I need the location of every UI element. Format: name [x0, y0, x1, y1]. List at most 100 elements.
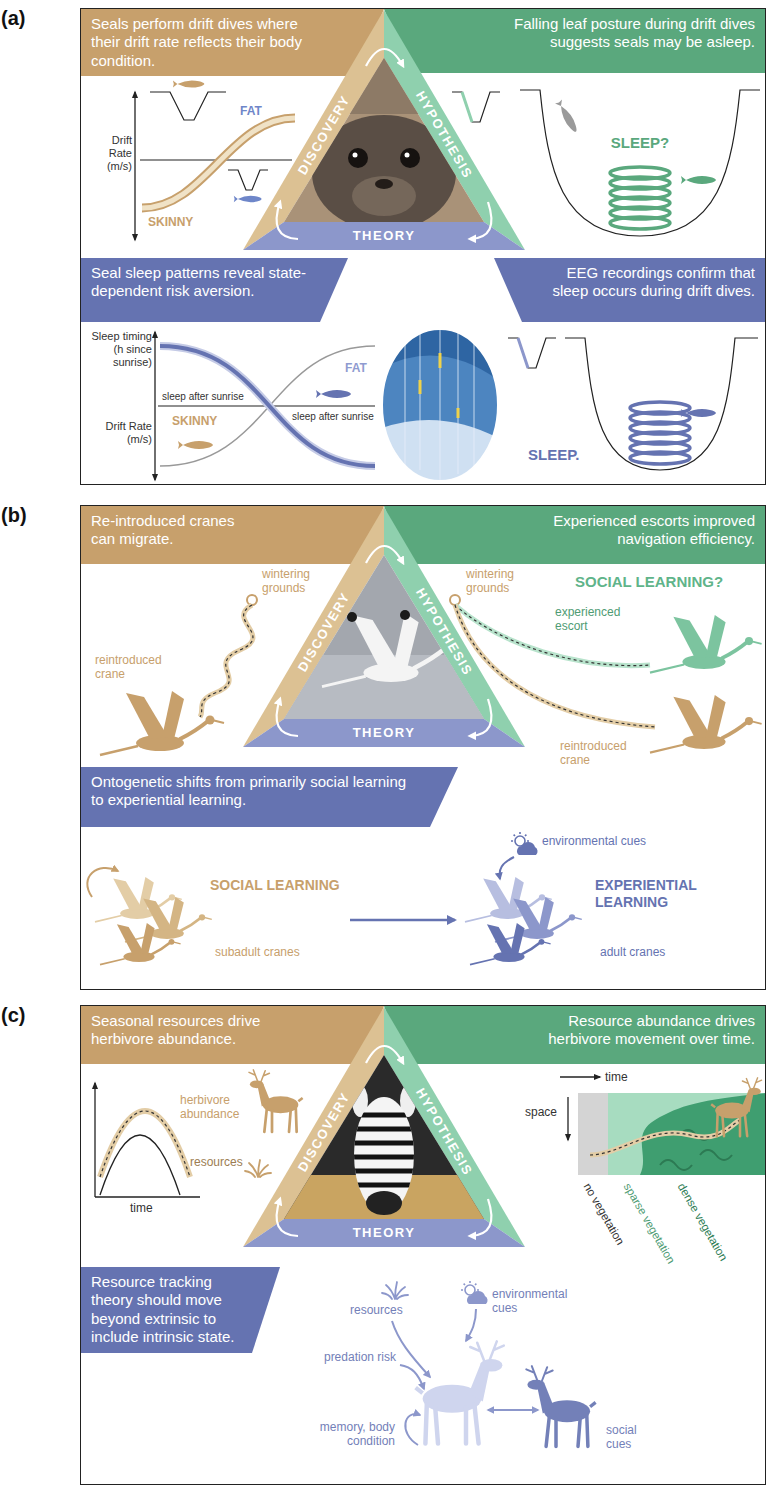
learning-shift-part: [500, 857, 514, 879]
seal-photo-part: [400, 148, 420, 168]
intrinsic-state-figure-part: [382, 1282, 408, 1299]
sleep-timing-chart-part: [154, 332, 155, 480]
seal-photo-part: [353, 153, 358, 158]
annotation-label: space: [525, 1105, 557, 1119]
theory-band: Resource tracking theory should move bey…: [81, 1267, 252, 1353]
abundance-chart-part: [100, 1111, 190, 1177]
cycle-stage-label: THEORY: [353, 1225, 416, 1241]
seal-photo-part: [375, 179, 393, 189]
zebra-photo-part: [366, 1191, 402, 1215]
drift-dive-profiles-part: [681, 176, 716, 184]
intrinsic-state-figure-part: [405, 1414, 420, 1445]
crane-photo: [280, 551, 490, 725]
panel-letter: (b): [1, 504, 27, 527]
theory-band: Ontogenetic shifts from primarily social…: [81, 767, 430, 827]
zebra-photo: [280, 1051, 490, 1225]
escorted-path: [450, 595, 762, 753]
learning-shift-part: [495, 897, 582, 942]
annotation-label: Drift Rate (m/s): [84, 420, 152, 446]
crane-photo-part: [400, 610, 410, 620]
intrinsic-state-figure: [382, 1281, 596, 1446]
seal-photo-part: [405, 153, 410, 158]
drift-dive-profiles-part: [610, 217, 670, 229]
movement-map-part: [560, 1076, 600, 1077]
sleep-timing-chart-part: [160, 346, 375, 466]
band-text: Seasonal resources drive herbivore abund…: [91, 1012, 281, 1049]
eeg-photo: [380, 326, 500, 486]
annotation-label: memory, body condition: [305, 1420, 395, 1449]
learning-shift-part: [95, 877, 182, 922]
migration-path-part: [200, 605, 253, 717]
annotation-label: predation risk: [318, 1350, 396, 1364]
band-wedge: [494, 258, 523, 322]
annotation-label: reintroduced crane: [95, 653, 173, 682]
drift-rate-chart-part: [173, 80, 205, 87]
annotation-label: SLEEP?: [611, 134, 669, 152]
drift-rate-chart-part: [142, 118, 295, 208]
band-text: Falling leaf posture during drift dives …: [493, 15, 755, 52]
learning-shift-part: [100, 923, 181, 965]
annotation-label: resources: [350, 1303, 403, 1317]
drift-rate-chart-part: [142, 118, 295, 208]
drift-dive-profiles-part: [452, 92, 500, 122]
cycle-stage-label: THEORY: [353, 228, 416, 244]
annotation-label: SLEEP.: [528, 446, 579, 464]
annotation-label: EXPERIENTIAL LEARNING: [595, 877, 725, 911]
abundance-chart: [95, 1070, 303, 1197]
hypothesis-band: Experienced escorts improved navigation …: [432, 506, 765, 564]
abundance-chart-part: [245, 1160, 271, 1177]
intrinsic-state-figure-part: [466, 1309, 476, 1341]
annotation-label: Sleep timing (h since sunrise): [84, 330, 152, 370]
theory-band: Seal sleep patterns reveal state-depende…: [81, 258, 320, 322]
drift-rate-chart-part: [234, 196, 262, 202]
annotation-label: herbivore abundance: [180, 1093, 246, 1122]
cycle-stage-label: THEORY: [353, 725, 416, 741]
annotation-label: social cues: [606, 1423, 656, 1452]
intrinsic-state-figure-part: [526, 1366, 595, 1446]
hypothesis-band: Falling leaf posture during drift dives …: [432, 9, 765, 73]
movement-map-part: [567, 1097, 568, 1140]
annotation-label: Drift Rate (m/s): [86, 134, 132, 174]
learning-shift: [87, 832, 581, 965]
panel-c-art: [95, 1007, 766, 1446]
annotation-label: experienced escort: [555, 605, 640, 634]
annotation-label: environmental cues: [492, 1287, 592, 1316]
panel-a-art: [135, 10, 760, 486]
zebra-photo-part-part: [350, 1115, 418, 1185]
annotation-label: adult cranes: [600, 945, 665, 959]
intrinsic-state-figure-part: [488, 1409, 538, 1411]
intrinsic-state-figure-part: [461, 1281, 488, 1304]
movement-map-part: [711, 1078, 761, 1136]
sleep-dive-profiles-part: [681, 409, 716, 417]
learning-shift-part: [511, 832, 538, 855]
sleep-timing-chart: [155, 332, 375, 480]
eeg-photo-part: [380, 326, 500, 486]
band-text: Experienced escorts improved navigation …: [523, 512, 755, 549]
band-wedge: [429, 767, 458, 827]
panel-letter: (a): [1, 7, 25, 30]
panel-frame: (a)Seals perform drift dives where their…: [80, 8, 766, 485]
band-text: Resource tracking theory should move bey…: [91, 1273, 242, 1346]
escorted-path-part: [450, 595, 460, 605]
eeg-photo-part: [420, 353, 458, 418]
discovery-band: Seals perform drift dives where their dr…: [81, 9, 338, 76]
learning-shift-part: [87, 868, 118, 897]
sleep-dive-profiles-part: [508, 338, 556, 368]
drift-dive-profiles: [452, 90, 760, 236]
drift-rate-chart-part: [134, 92, 135, 240]
annotation-label: sleep after sunrise: [160, 391, 246, 403]
annotation-label: no vegetation: [580, 1181, 626, 1248]
escorted-path-part: [650, 695, 762, 753]
drift-dive-profiles-part: [520, 90, 760, 236]
sleep-timing-chart-part: [178, 441, 213, 449]
sleep-dive-profiles-part: [518, 338, 528, 368]
migration-path-part: [200, 605, 253, 717]
panel-a-art-part: [382, 329, 498, 481]
band-wedge: [251, 1267, 280, 1353]
sleep-timing-chart-part: [316, 390, 351, 398]
abundance-chart-part: [100, 1111, 190, 1177]
learning-shift-part: [125, 897, 212, 942]
annotation-label: reintroduced crane: [560, 739, 645, 768]
